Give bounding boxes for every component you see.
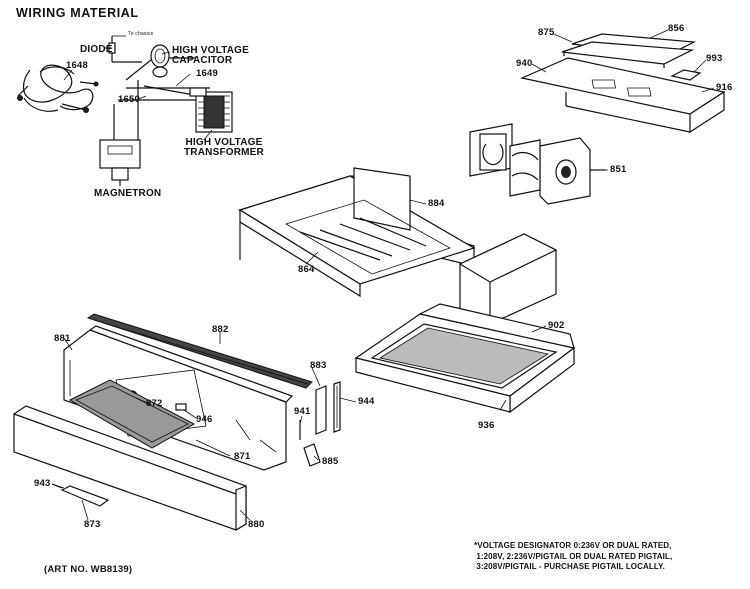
- voltage-footnote: *VOLTAGE DESIGNATOR 0:236V OR DUAL RATED…: [474, 541, 673, 571]
- rail-882: [86, 313, 313, 389]
- part-label-856: 856: [668, 23, 685, 34]
- part-label-881: 881: [54, 333, 71, 344]
- part-993: [670, 69, 702, 81]
- part-label-880: 880: [248, 519, 265, 530]
- part-label-902: 902: [548, 320, 565, 331]
- high-voltage-transformer: [189, 87, 233, 133]
- label-1650: 1650: [118, 94, 140, 105]
- part-label-851: 851: [610, 164, 627, 175]
- part-label-864: 864: [298, 264, 315, 275]
- bracket-873-943: [51, 483, 110, 507]
- panel-940: [520, 57, 726, 134]
- magnetron: [99, 139, 141, 186]
- part-label-875: 875: [538, 27, 555, 38]
- part-label-993: 993: [706, 53, 723, 64]
- diode: [108, 35, 142, 63]
- label-high-voltage-capacitor: HIGH VOLTAGE CAPACITOR: [172, 45, 250, 66]
- part-label-936: 936: [478, 420, 495, 431]
- part-label-873: 873: [84, 519, 101, 530]
- wiring-harness-1648: [17, 64, 99, 113]
- part-label-882: 882: [212, 324, 229, 335]
- part-label-885: 885: [322, 456, 339, 467]
- high-voltage-capacitor: [125, 44, 196, 81]
- part-label-883: 883: [310, 360, 327, 371]
- label-1649: 1649: [196, 68, 218, 79]
- leader-lines: [51, 29, 715, 521]
- label-diode: DIODE: [80, 44, 113, 55]
- part-label-871: 871: [234, 451, 251, 462]
- bracket-883-944: [315, 381, 341, 435]
- part-label-946: 946: [196, 414, 213, 425]
- part-label-941: 941: [294, 406, 311, 417]
- plate-875-856: [561, 33, 697, 68]
- blower-assembly-851: [469, 123, 606, 205]
- front-cover-880: [13, 405, 247, 532]
- part-label-940: 940: [516, 58, 533, 69]
- part-label-943: 943: [34, 478, 51, 489]
- part-label-916: 916: [716, 82, 733, 93]
- art-number: (ART NO. WB8139): [44, 564, 133, 575]
- part-label-944: 944: [358, 396, 375, 407]
- label-1648: 1648: [66, 60, 88, 71]
- housing-884: [237, 167, 558, 325]
- label-magnetron: MAGNETRON: [94, 188, 162, 199]
- part-label-884: 884: [428, 198, 445, 209]
- filter-tray-902: [354, 303, 576, 414]
- part-label-872: 872: [146, 398, 163, 409]
- label-high-voltage-transformer: HIGH VOLTAGE TRANSFORMER: [184, 137, 264, 158]
- diagram-title: WIRING MATERIAL: [16, 6, 139, 20]
- filter-871: [68, 379, 196, 449]
- label-to-chassis: To chassis: [128, 31, 154, 37]
